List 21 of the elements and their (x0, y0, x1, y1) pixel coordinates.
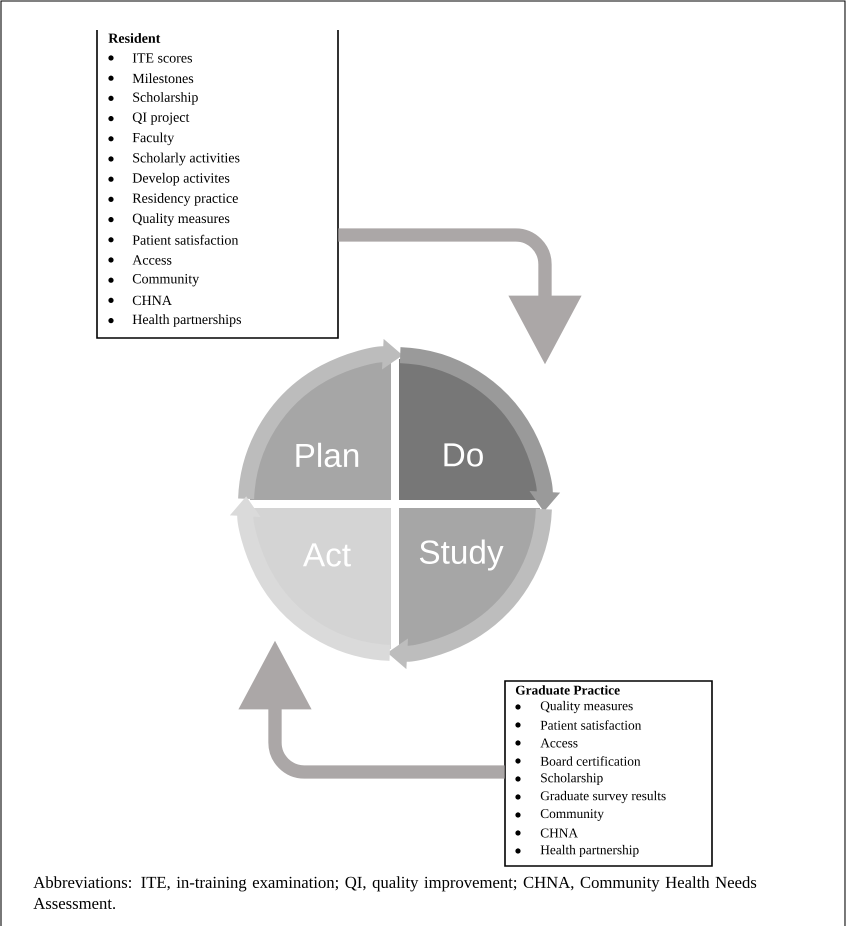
node-label: Residency practice (132, 193, 238, 206)
node-label: Scholarship (133, 92, 198, 105)
caption: Abbreviations: ITE, in-training examination; QI, quality improvement; CHNA, Community Health Needs Assessment. (33, 876, 756, 910)
node-label: Develop activites (132, 172, 230, 186)
node-label: Milestones (132, 73, 194, 84)
node-label: ITE scores (132, 53, 192, 63)
node-label: Access (132, 255, 172, 265)
node-label: Faculty (132, 132, 174, 146)
quadrant: Plan (250, 359, 391, 500)
node-label: CHNA (132, 296, 172, 306)
list-box: Graduate Practice Quality measures Patient satisfaction Access Board certification Scholarship Graduate survey results Community CHNA Health partnership (504, 680, 713, 867)
list-box: Resident ITE scores Milestones Scholarship QI project Faculty Scholarly activities Develop activites Residency practice Quality measures Patient satisfaction Access Community CHNA Health partnerships (96, 30, 339, 339)
node-label: Health partnerships (132, 314, 242, 327)
node-label: Scholarly activities (133, 152, 240, 166)
node-label: Community (132, 274, 200, 286)
node-label: Patient satisfaction (132, 234, 238, 245)
node-label: Resident (108, 33, 160, 43)
node-label: QI project (132, 112, 190, 125)
quadrant: Do (399, 359, 540, 500)
node-label: Quality measures (132, 213, 230, 226)
quadrant: Study (399, 508, 540, 649)
